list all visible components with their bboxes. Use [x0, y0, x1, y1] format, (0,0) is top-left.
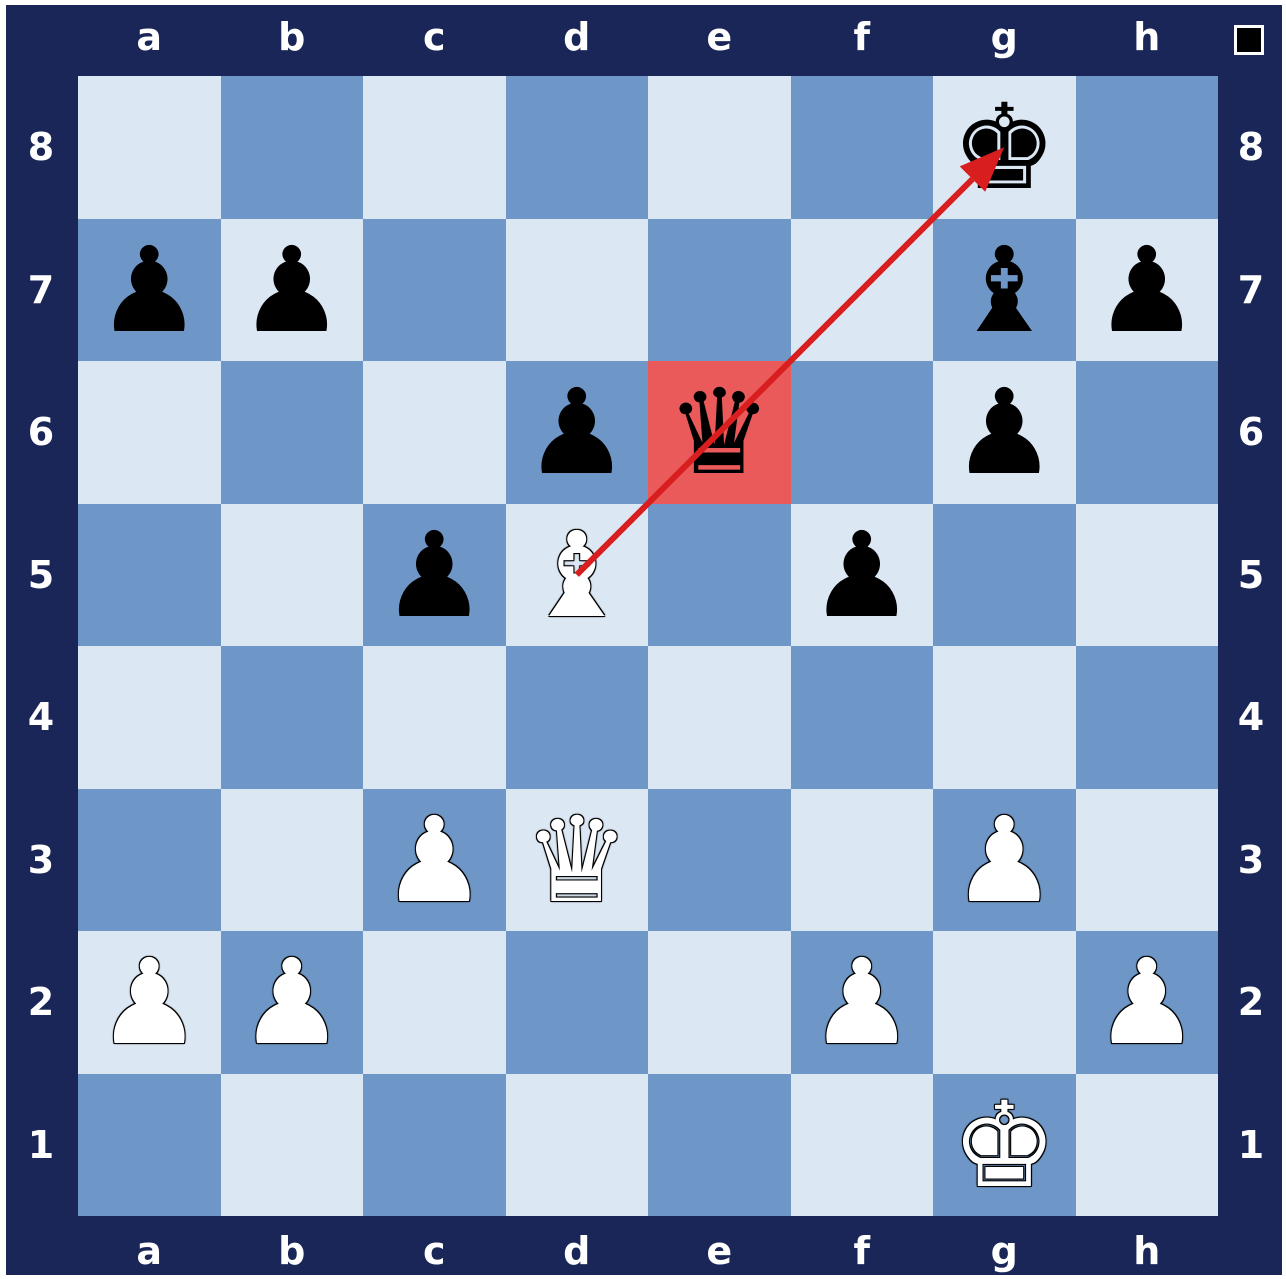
rank-label-right: 3 — [1218, 841, 1284, 879]
chess-board[interactable]: ♚♟♟♝♟♟♛♟♟♝♟♟♛♟♟♟♟♟♚ — [78, 76, 1218, 1216]
rank-label-left: 1 — [8, 1126, 74, 1164]
rank-label-right: 4 — [1218, 698, 1284, 736]
black-pawn-icon[interactable]: ♟ — [506, 361, 649, 504]
square-h8[interactable] — [1076, 76, 1219, 219]
rank-label-right: 5 — [1218, 556, 1284, 594]
square-g4[interactable] — [933, 646, 1076, 789]
black-bishop-icon[interactable]: ♝ — [933, 219, 1076, 362]
square-c1[interactable] — [363, 1074, 506, 1217]
rank-label-left: 8 — [8, 128, 74, 166]
rank-label-left: 4 — [8, 698, 74, 736]
square-h4[interactable] — [1076, 646, 1219, 789]
black-pawn-icon[interactable]: ♟ — [933, 361, 1076, 504]
rank-label-right: 2 — [1218, 983, 1284, 1021]
square-d2[interactable] — [506, 931, 649, 1074]
square-b8[interactable] — [221, 76, 364, 219]
file-label-bottom: b — [221, 1232, 364, 1270]
square-e8[interactable] — [648, 76, 791, 219]
rank-label-right: 8 — [1218, 128, 1284, 166]
file-label-bottom: d — [506, 1232, 649, 1270]
file-label-top: a — [78, 18, 221, 56]
rank-label-right: 7 — [1218, 271, 1284, 309]
square-e3[interactable] — [648, 789, 791, 932]
file-label-bottom: h — [1076, 1232, 1219, 1270]
square-e7[interactable] — [648, 219, 791, 362]
square-e1[interactable] — [648, 1074, 791, 1217]
square-b1[interactable] — [221, 1074, 364, 1217]
file-label-bottom: f — [791, 1232, 934, 1270]
white-king-icon[interactable]: ♚ — [933, 1074, 1076, 1217]
black-king-icon[interactable]: ♚ — [933, 76, 1076, 219]
square-a8[interactable] — [78, 76, 221, 219]
square-f7[interactable] — [791, 219, 934, 362]
file-label-bottom: c — [363, 1232, 506, 1270]
square-e4[interactable] — [648, 646, 791, 789]
white-bishop-icon[interactable]: ♝ — [506, 504, 649, 647]
square-f3[interactable] — [791, 789, 934, 932]
square-d1[interactable] — [506, 1074, 649, 1217]
square-a3[interactable] — [78, 789, 221, 932]
rank-label-right: 6 — [1218, 413, 1284, 451]
square-b3[interactable] — [221, 789, 364, 932]
rank-label-left: 3 — [8, 841, 74, 879]
square-c6[interactable] — [363, 361, 506, 504]
square-a1[interactable] — [78, 1074, 221, 1217]
file-label-top: c — [363, 18, 506, 56]
rank-label-left: 5 — [8, 556, 74, 594]
square-e2[interactable] — [648, 931, 791, 1074]
square-h5[interactable] — [1076, 504, 1219, 647]
white-pawn-icon[interactable]: ♟ — [78, 931, 221, 1074]
white-pawn-icon[interactable]: ♟ — [221, 931, 364, 1074]
square-c7[interactable] — [363, 219, 506, 362]
square-g5[interactable] — [933, 504, 1076, 647]
rank-label-left: 7 — [8, 271, 74, 309]
square-f4[interactable] — [791, 646, 934, 789]
white-queen-icon[interactable]: ♛ — [506, 789, 649, 932]
square-a4[interactable] — [78, 646, 221, 789]
square-d8[interactable] — [506, 76, 649, 219]
square-e5[interactable] — [648, 504, 791, 647]
white-pawn-icon[interactable]: ♟ — [1076, 931, 1219, 1074]
file-label-top: h — [1076, 18, 1219, 56]
square-c2[interactable] — [363, 931, 506, 1074]
side-to-move-indicator — [1234, 25, 1264, 55]
square-d4[interactable] — [506, 646, 649, 789]
square-c4[interactable] — [363, 646, 506, 789]
black-pawn-icon[interactable]: ♟ — [221, 219, 364, 362]
square-f6[interactable] — [791, 361, 934, 504]
square-h6[interactable] — [1076, 361, 1219, 504]
rank-label-right: 1 — [1218, 1126, 1284, 1164]
black-pawn-icon[interactable]: ♟ — [1076, 219, 1219, 362]
black-pawn-icon[interactable]: ♟ — [791, 504, 934, 647]
white-pawn-icon[interactable]: ♟ — [363, 789, 506, 932]
square-h1[interactable] — [1076, 1074, 1219, 1217]
white-pawn-icon[interactable]: ♟ — [933, 789, 1076, 932]
black-pawn-icon[interactable]: ♟ — [78, 219, 221, 362]
file-label-bottom: g — [933, 1232, 1076, 1270]
file-label-top: d — [506, 18, 649, 56]
file-label-top: b — [221, 18, 364, 56]
square-d7[interactable] — [506, 219, 649, 362]
rank-label-left: 6 — [8, 413, 74, 451]
square-b4[interactable] — [221, 646, 364, 789]
black-pawn-icon[interactable]: ♟ — [363, 504, 506, 647]
black-queen-icon[interactable]: ♛ — [648, 361, 791, 504]
square-a5[interactable] — [78, 504, 221, 647]
white-pawn-icon[interactable]: ♟ — [791, 931, 934, 1074]
square-c8[interactable] — [363, 76, 506, 219]
square-g2[interactable] — [933, 931, 1076, 1074]
square-a6[interactable] — [78, 361, 221, 504]
file-label-top: e — [648, 18, 791, 56]
square-b5[interactable] — [221, 504, 364, 647]
file-label-bottom: a — [78, 1232, 221, 1270]
file-label-top: f — [791, 18, 934, 56]
square-f8[interactable] — [791, 76, 934, 219]
square-f1[interactable] — [791, 1074, 934, 1217]
file-label-bottom: e — [648, 1232, 791, 1270]
square-b6[interactable] — [221, 361, 364, 504]
file-label-top: g — [933, 18, 1076, 56]
square-h3[interactable] — [1076, 789, 1219, 932]
rank-label-left: 2 — [8, 983, 74, 1021]
